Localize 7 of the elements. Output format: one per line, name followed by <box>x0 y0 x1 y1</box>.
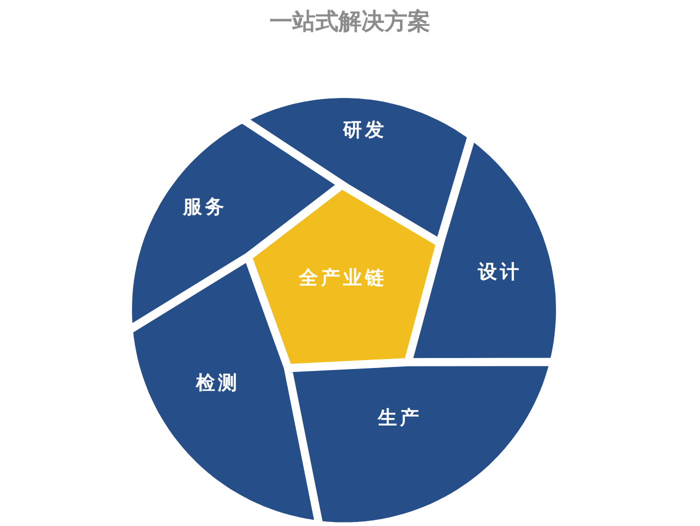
segment-label: 设计 <box>478 260 522 285</box>
segment-label: 生产 <box>378 406 422 431</box>
segment-label: 研发 <box>342 118 387 143</box>
segment-label: 服务 <box>182 194 227 220</box>
segment-label: 检测 <box>196 371 240 396</box>
title: 一站式解决方案 <box>268 8 432 37</box>
segment-label: 全产业链 <box>299 266 387 291</box>
